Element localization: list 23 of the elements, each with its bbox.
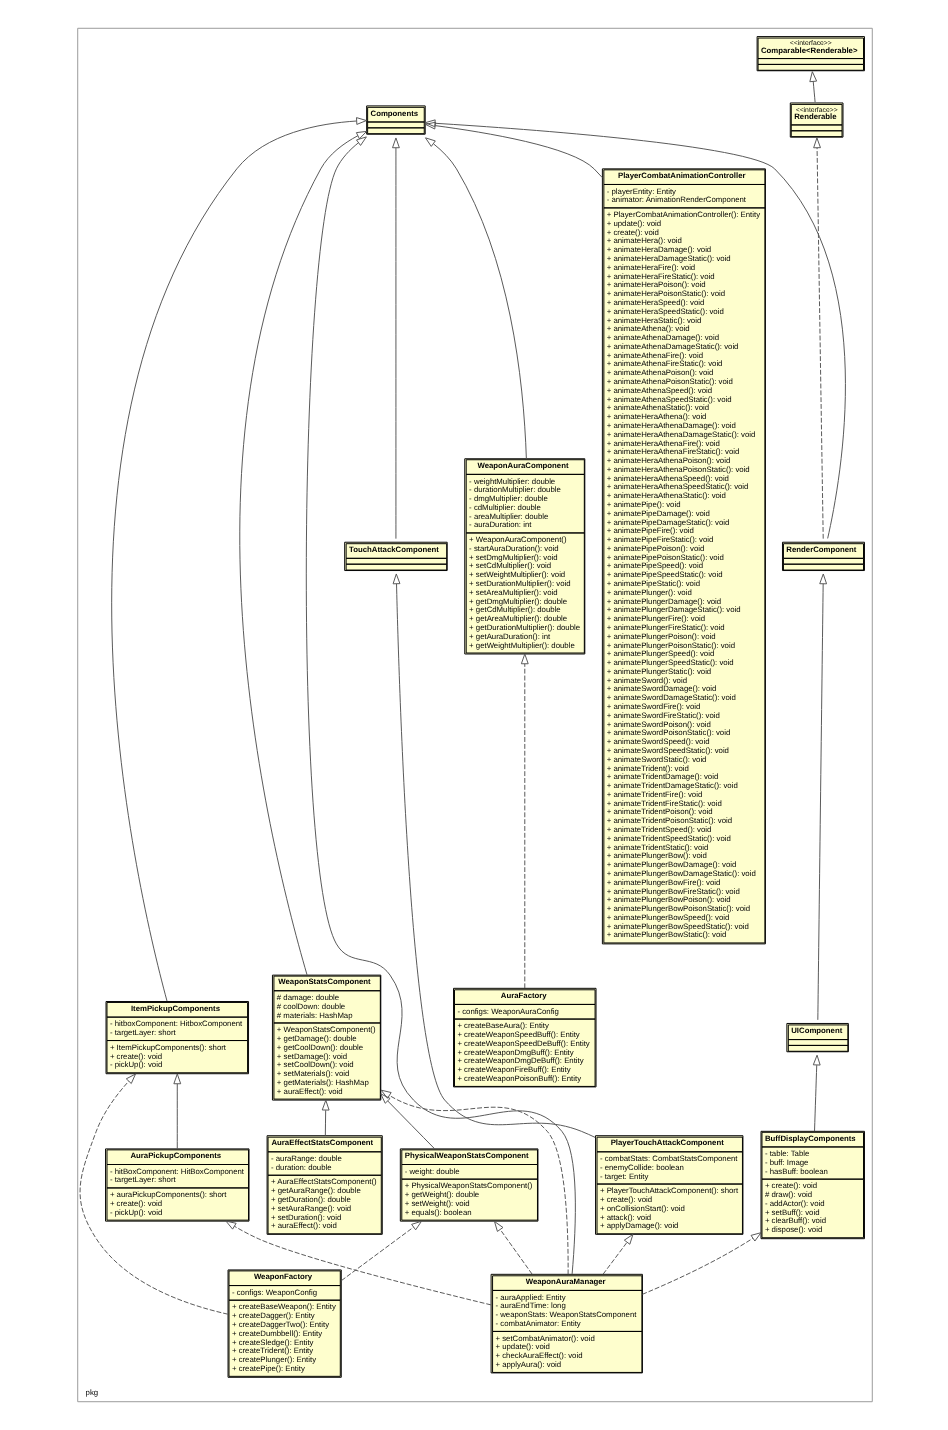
arrow [424, 137, 526, 460]
arrow [224, 1220, 491, 1306]
arrow [304, 136, 575, 1275]
arrow [640, 1232, 761, 1295]
arrow [320, 1099, 329, 1137]
arrow [391, 573, 595, 1138]
arrow [379, 1093, 435, 1150]
arrow [493, 1221, 532, 1275]
arrow [423, 119, 845, 539]
arrow [811, 1054, 820, 1132]
arrow [78, 1073, 228, 1315]
arrow [172, 1073, 181, 1150]
arrow [110, 117, 366, 1002]
arrow [812, 137, 823, 540]
arrow [424, 121, 602, 178]
arrow [379, 1089, 568, 1275]
arrow [601, 1233, 633, 1275]
arrow [340, 1220, 421, 1281]
arrow [808, 71, 817, 103]
arrow [391, 137, 399, 540]
arrow [238, 130, 367, 976]
arrow [816, 573, 827, 1021]
arrow [519, 653, 528, 989]
